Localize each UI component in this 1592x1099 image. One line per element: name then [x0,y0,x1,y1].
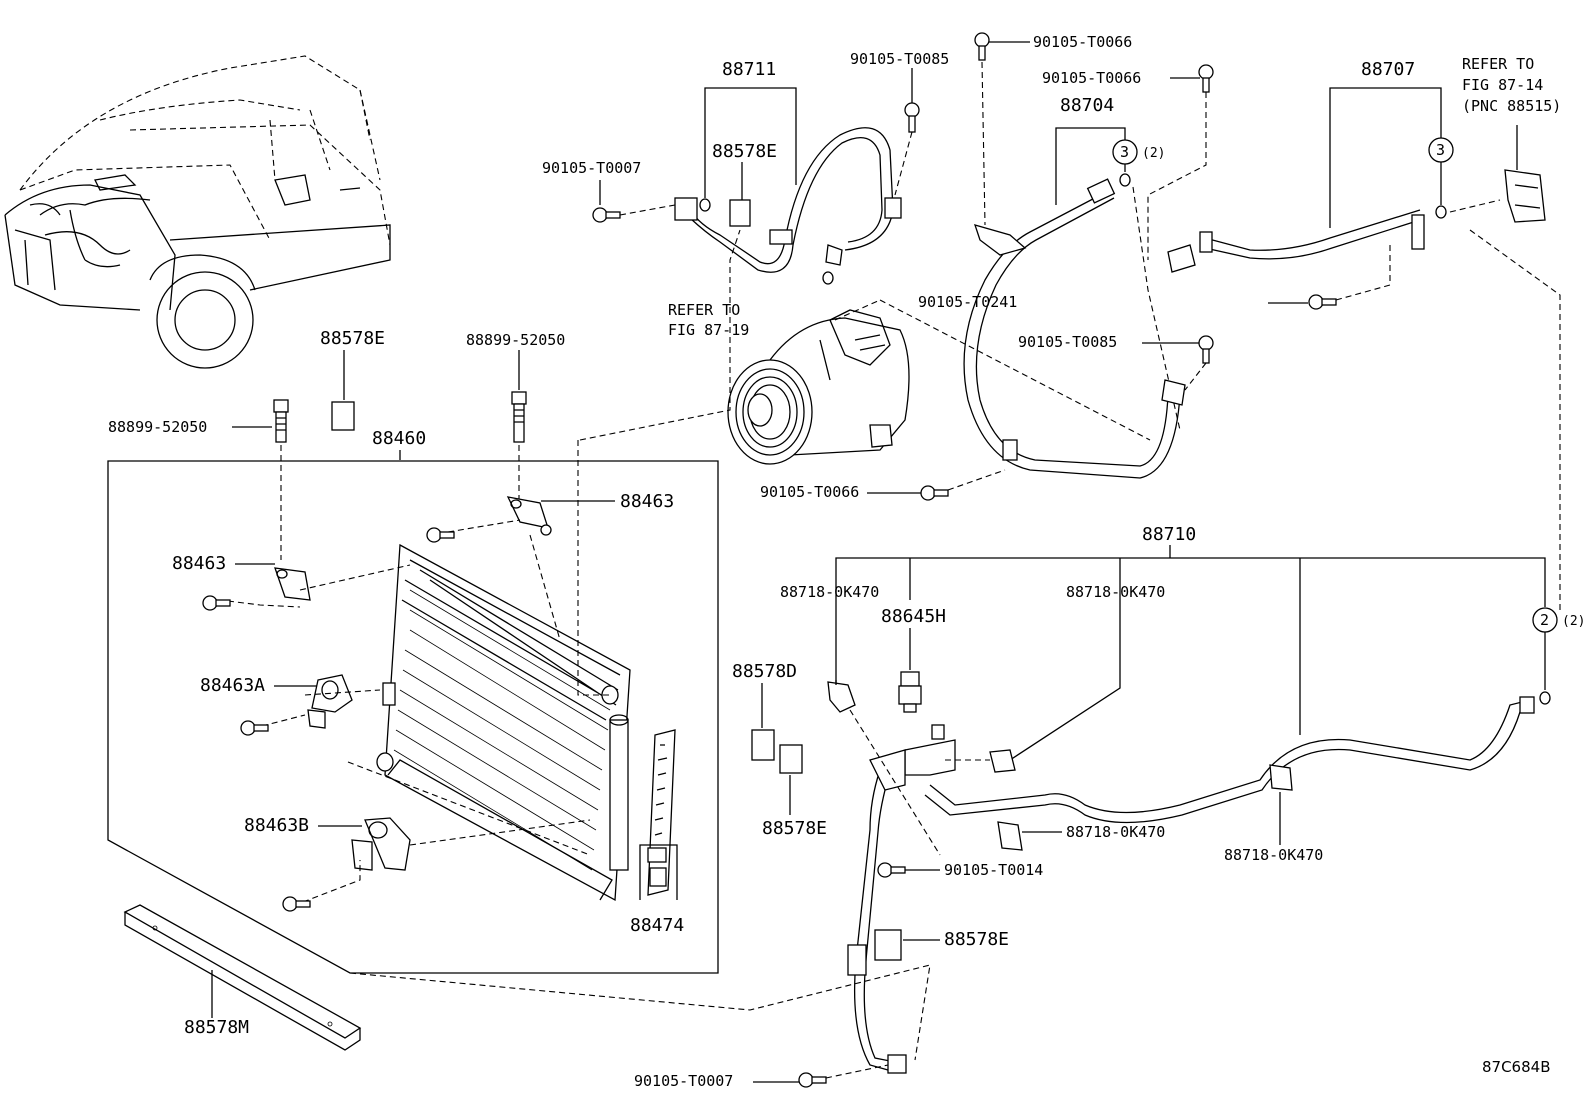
bracket-88463A [307,674,353,729]
callout-3-qty-a: (2) [1142,146,1165,161]
label-88463-r: 88463 [620,491,674,512]
pad-88578E-left [331,401,355,431]
refer-fig-87-14-line1: REFER TO [1462,55,1534,73]
o-ring-a [1119,173,1131,187]
label-88463B: 88463B [244,815,309,836]
pad-88578D [751,729,775,761]
expansion-valve-illustration [1504,169,1546,223]
callout-2-qty: (2) [1562,614,1585,629]
label-88645H: 88645H [881,606,946,627]
bolt-88463-l-screw [202,595,231,611]
bolt-90105-T0085-top [904,102,920,133]
part-88474-illustration [647,729,676,896]
label-88474: 88474 [630,915,684,936]
clamp-88718-0K470-b [989,749,1016,773]
label-88718-0K470-d: 88718-0K470 [1224,846,1323,864]
bolt-90105-T0007-top [592,207,621,223]
pad-88578E-mid [779,744,803,774]
o-ring-b [1435,205,1447,219]
bolt-90105-T0066-a [974,32,990,61]
label-90105-T0066-c: 90105-T0066 [760,483,859,501]
hose-assembly-88704 [963,178,1186,479]
bolt-90105-T0241 [1308,294,1337,310]
label-90105-T0007-bot: 90105-T0007 [634,1072,733,1090]
hose-assembly-88711: 88711 [674,59,902,285]
clamp-88718-0K470-a [827,681,856,713]
refer-fig-87-19-line1: REFER TO [668,301,740,319]
pipe-88710 [847,696,1535,1074]
label-88710: 88710 [1142,524,1196,545]
label-88578D: 88578D [732,661,797,682]
bolt-90105-T0066-c [920,485,949,501]
condenser-illustration [347,440,631,902]
label-88578E-low: 88578E [944,929,1009,950]
bolt-88463-r-screw [426,527,455,543]
label-88460: 88460 [372,428,426,449]
callout-3-num-a: 3 [1120,143,1129,161]
label-88899-52050-b: 88899-52050 [466,331,565,349]
bracket-88463-l [274,567,311,601]
condenser-assembly-frame [107,460,719,974]
refer-fig-87-19-line2: FIG 87-19 [668,321,749,339]
label-88718-0K470-c: 88718-0K470 [1066,823,1165,841]
bolt-90105-T0066-b [1198,64,1214,93]
label-88578M: 88578M [184,1017,249,1038]
label-90105-T0007-top: 90105-T0007 [542,159,641,177]
bracket-88463B [351,817,411,871]
bolt-88899-52050-a [273,399,289,443]
label-88578E-left: 88578E [320,328,385,349]
pad-88578E-low [874,929,902,961]
compressor-illustration [727,299,910,465]
label-90105-T0066-b: 90105-T0066 [1042,69,1141,87]
refer-fig-87-14-line2: FIG 87-14 [1462,76,1543,94]
label-88578E-mid: 88578E [762,818,827,839]
vehicle-outline-illustration [4,55,391,369]
bolt-90105-T0014 [877,862,906,878]
pipe-88707 [1167,209,1425,273]
label-90105-T0085-top: 90105-T0085 [850,50,949,68]
diagram-code: 87C684B [1482,1058,1550,1076]
refer-fig-87-14-line3: (PNC 88515) [1462,97,1561,115]
bolt-88899-52050-b [511,391,527,443]
o-ring-c [1539,691,1551,705]
label-88463A: 88463A [200,675,265,696]
label-88704: 88704 [1060,95,1114,116]
label-90105-T0241: 90105-T0241 [918,293,1017,311]
callout-2-num: 2 [1540,611,1549,629]
pressure-switch-88645H [898,671,922,713]
pad-88578E-top [729,199,751,227]
label-90105-T0085-mid: 90105-T0085 [1018,333,1117,351]
label-88899-52050-a: 88899-52050 [108,418,207,436]
label-90105-T0066-a: 90105-T0066 [1033,33,1132,51]
bolt-88463B-screw [282,896,311,912]
label-88711: 88711 [722,59,776,80]
bolt-90105-T0007-bot [798,1072,827,1088]
bracket-88463-r [506,496,552,536]
label-88463-l: 88463 [172,553,226,574]
bolt-90105-T0085-mid [1198,335,1214,364]
seal-88578M-illustration [123,904,362,1051]
label-88578E-top: 88578E [712,141,777,162]
label-88707: 88707 [1361,59,1415,80]
clamp-88718-0K470-c [997,821,1023,851]
bolt-88463A-screw [240,720,269,736]
label-90105-T0014: 90105-T0014 [944,861,1043,879]
callout-3-num-b: 3 [1436,141,1445,159]
label-88718-0K470-b: 88718-0K470 [1066,583,1165,601]
label-88718-0K470-a: 88718-0K470 [780,583,879,601]
clamp-88718-0K470-d [1269,764,1293,791]
